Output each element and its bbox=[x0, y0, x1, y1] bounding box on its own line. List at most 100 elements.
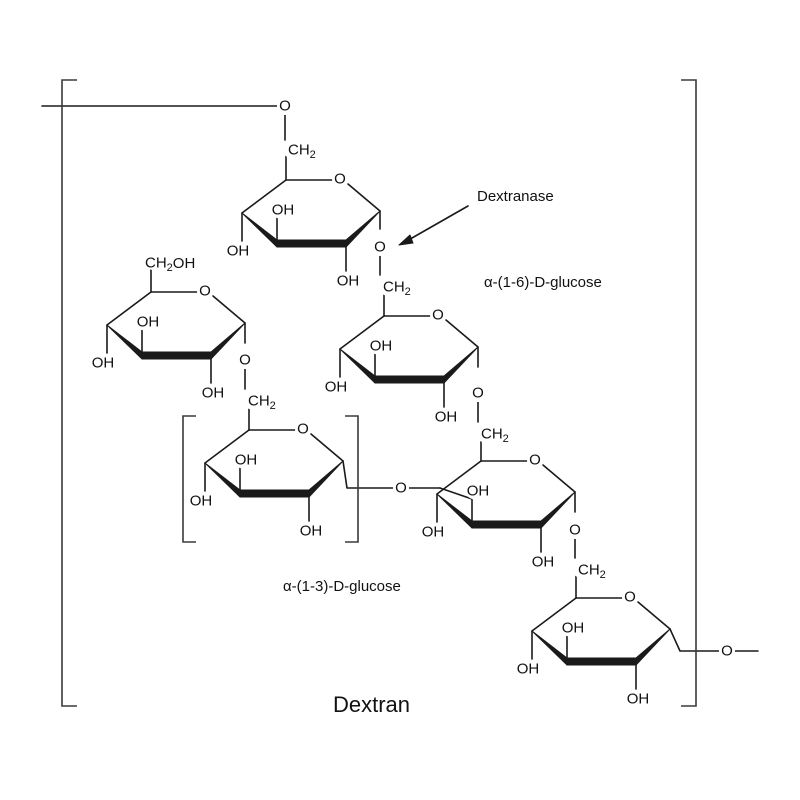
atom-halo bbox=[527, 451, 543, 469]
atom-halo bbox=[200, 384, 226, 402]
atom-halo bbox=[233, 451, 259, 469]
ring-branch-c2-hydroxyl: OH bbox=[202, 385, 225, 402]
bond-layer bbox=[41, 105, 759, 690]
link-1-3-c bbox=[439, 487, 473, 500]
ring-3-ring-oxygen: O bbox=[529, 452, 541, 469]
glycosidic-oxygen-2: O bbox=[472, 385, 484, 402]
inner-bracket-left bbox=[182, 415, 196, 543]
outer-bracket-left bbox=[61, 79, 77, 707]
alpha-1-3-oxygen: O bbox=[395, 480, 407, 497]
ring-2-bond-c4-c5 bbox=[339, 315, 385, 350]
ring-3-bond-c4-c5 bbox=[436, 460, 482, 495]
ring-13-methylene: CH2 bbox=[248, 393, 276, 413]
atom-halo bbox=[475, 424, 511, 444]
dextranase-label: Dextranase bbox=[477, 188, 554, 205]
ring-2-wedge-c2-c1 bbox=[443, 346, 479, 384]
atom-halo bbox=[335, 272, 361, 290]
ring-3-bond-o5-c1 bbox=[542, 464, 576, 493]
atom-halo bbox=[142, 253, 214, 273]
ring-13-wedge-c3-c2 bbox=[239, 489, 310, 498]
ring-2-c4-hydroxyl: OH bbox=[325, 379, 348, 396]
chain-bond-bottom bbox=[669, 628, 720, 652]
ring-13-c2-hydroxyl: OH bbox=[300, 523, 323, 540]
atom-halo bbox=[515, 660, 541, 678]
bracket-layer bbox=[61, 79, 697, 707]
alpha-1-6-linkage-label: α-(1-6)-D-glucose bbox=[484, 274, 602, 291]
ring-3-wedge-c3-c2 bbox=[471, 520, 542, 529]
atom-halo bbox=[237, 351, 253, 369]
ring-4-wedge-c3-c2 bbox=[566, 657, 637, 666]
ring-3-wedge-c2-c1 bbox=[540, 491, 576, 529]
ring-13-bond-o5-c1 bbox=[310, 433, 344, 462]
ring-4-methylene: CH2 bbox=[578, 562, 606, 582]
ring-branch-wedge-c3-c2 bbox=[141, 351, 212, 360]
atom-halo bbox=[393, 479, 409, 497]
link-1-3-a bbox=[342, 460, 394, 489]
branch-glycosidic-oxygen: O bbox=[239, 352, 251, 369]
atom-halo bbox=[377, 277, 413, 297]
ring-2-wedge-c3-c2 bbox=[374, 375, 445, 384]
ring-4-wedge-c2-c1 bbox=[635, 628, 671, 666]
ring-branch-c3-hydroxyl: OH bbox=[137, 314, 160, 331]
chain-oxygen-top: O bbox=[279, 98, 291, 115]
ring-1-c2-hydroxyl: OH bbox=[337, 273, 360, 290]
atom-halo bbox=[90, 354, 116, 372]
atom-halo bbox=[625, 690, 651, 708]
atom-halo bbox=[433, 408, 459, 426]
atom-halo bbox=[372, 238, 388, 256]
atom-halo bbox=[430, 306, 446, 324]
atom-halo bbox=[368, 337, 394, 355]
atom-halo bbox=[560, 619, 586, 637]
ring-1-methylene: CH2 bbox=[288, 142, 316, 162]
ring-1-wedge-c2-c1 bbox=[345, 210, 381, 248]
atom-halo bbox=[282, 140, 318, 160]
ring-2-ring-oxygen: O bbox=[432, 307, 444, 324]
branch-hydroxymethyl: CH2OH bbox=[145, 255, 195, 275]
ring-branch-bond-o5-c1 bbox=[212, 295, 246, 324]
ring-1-wedge-c3-c2 bbox=[276, 239, 347, 248]
ring-1-bond-c4-c5 bbox=[241, 179, 287, 214]
atom-halo bbox=[270, 201, 296, 219]
ring-13-c4-hydroxyl: OH bbox=[190, 493, 213, 510]
atom-halo bbox=[420, 523, 446, 541]
ring-4-c2-hydroxyl: OH bbox=[627, 691, 650, 708]
atom-halo bbox=[323, 378, 349, 396]
dextran-title: Dextran bbox=[333, 692, 410, 717]
ring-3-methylene: CH2 bbox=[481, 426, 509, 446]
atom-halo bbox=[719, 642, 735, 660]
ring-branch-c4-hydroxyl: OH bbox=[92, 355, 115, 372]
atom-halo bbox=[135, 313, 161, 331]
atom-halo bbox=[572, 560, 608, 580]
glycosidic-oxygen-3: O bbox=[569, 522, 581, 539]
atom-halo bbox=[465, 482, 491, 500]
ring-2-methylene: CH2 bbox=[383, 279, 411, 299]
atom-halo bbox=[197, 282, 213, 300]
ring-1-c3-hydroxyl: OH bbox=[272, 202, 295, 219]
atom-halo bbox=[470, 384, 486, 402]
ring-13-ring-oxygen: O bbox=[297, 421, 309, 438]
ring-2-bond-o5-c1 bbox=[445, 319, 479, 348]
dextranase-arrow bbox=[398, 205, 469, 246]
alpha-1-3-linkage-label: α-(1-3)-D-glucose bbox=[283, 578, 401, 595]
ring-branch-ring-oxygen: O bbox=[199, 283, 211, 300]
ring-4-bond-o5-c1 bbox=[637, 601, 671, 630]
atom-halo bbox=[242, 391, 278, 411]
ring-branch-wedge-c2-c1 bbox=[210, 322, 246, 360]
dextranase-cleavage-oxygen: O bbox=[374, 239, 386, 256]
atom-halo bbox=[277, 97, 293, 115]
ring-4-c4-hydroxyl: OH bbox=[517, 661, 540, 678]
atom-halo bbox=[622, 588, 638, 606]
ring-2-c2-hydroxyl: OH bbox=[435, 409, 458, 426]
atom-halo bbox=[188, 492, 214, 510]
wedge-layer bbox=[106, 210, 671, 666]
atom-halo bbox=[298, 522, 324, 540]
text-layer: OOHOHOHOOHOHOHOOHOHOHOOHOHOHOOHOHOHOOHOH… bbox=[92, 98, 733, 708]
ring-13-c3-hydroxyl: OH bbox=[235, 452, 258, 469]
ring-3-c2-hydroxyl: OH bbox=[532, 554, 555, 571]
ring-3-c3-hydroxyl: OH bbox=[467, 483, 490, 500]
ring-branch-bond-c4-c5 bbox=[106, 291, 152, 326]
atom-halo bbox=[225, 242, 251, 260]
ring-13-bond-c4-c5 bbox=[204, 429, 250, 464]
